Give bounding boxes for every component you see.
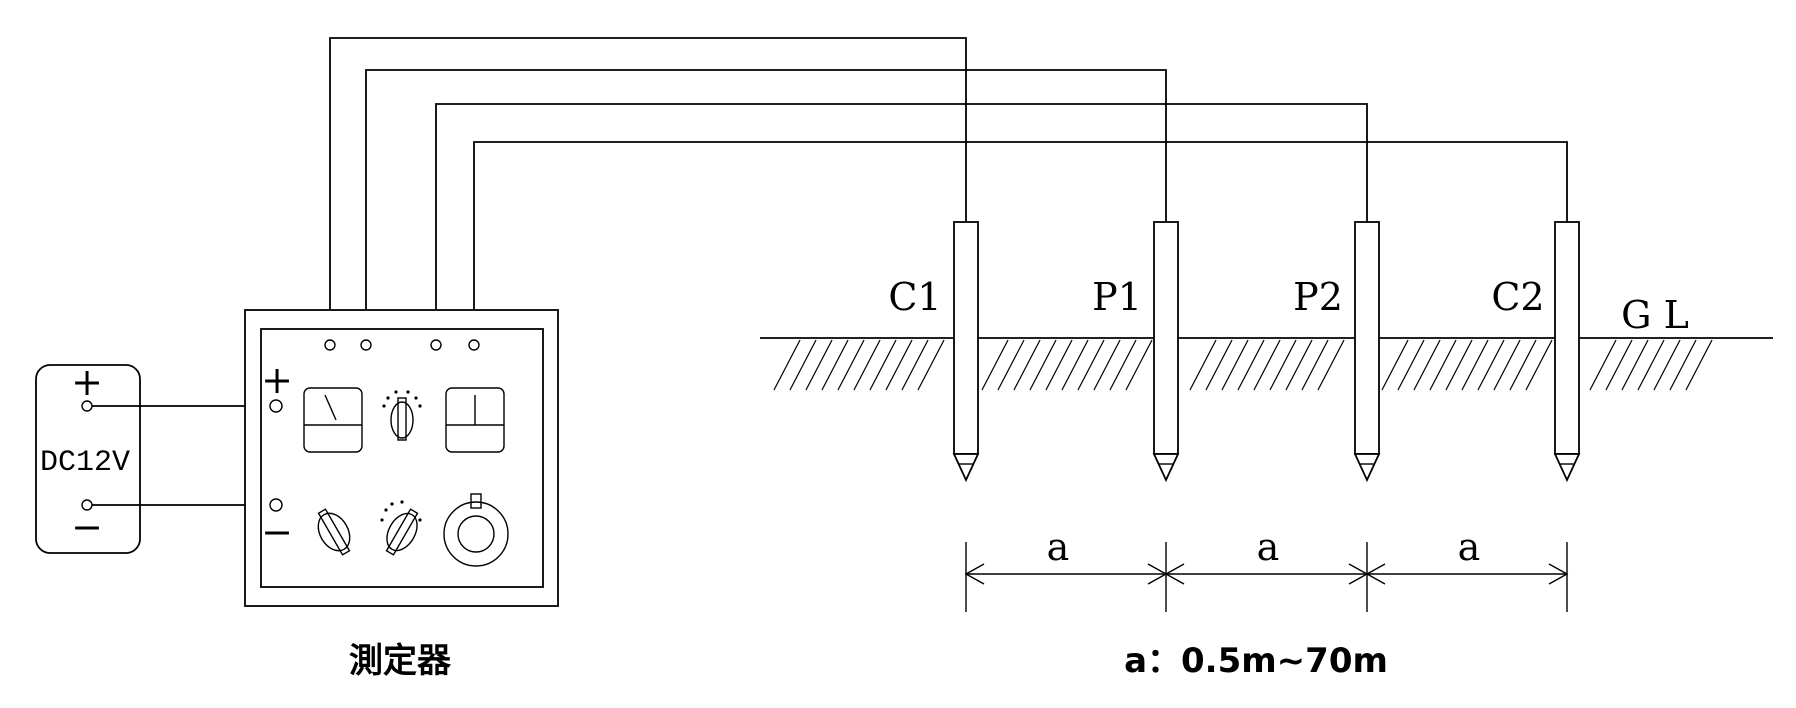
hatch-line bbox=[821, 339, 849, 391]
wire-p1 bbox=[365, 69, 1167, 345]
hatch-line bbox=[1013, 339, 1041, 391]
selector-knob-icon bbox=[380, 500, 422, 556]
electrode-c2: C2 bbox=[1491, 221, 1581, 483]
hatch-line bbox=[1653, 339, 1681, 391]
terminal-p2 bbox=[430, 339, 442, 351]
arrowhead-icon bbox=[964, 563, 985, 585]
electrode-label-c2: C2 bbox=[1491, 275, 1544, 319]
electrode-c1: C1 bbox=[888, 221, 980, 483]
spacing-caption: a：0.5m~70m bbox=[1124, 641, 1388, 681]
hatch-line bbox=[901, 339, 929, 391]
spacing-label-1: a bbox=[1047, 525, 1070, 569]
battery-box bbox=[35, 364, 141, 554]
hatch-line bbox=[1189, 339, 1217, 391]
instrument-caption: 測定器 bbox=[349, 641, 452, 681]
electrode-label-c1: C1 bbox=[888, 275, 941, 319]
battery-minus-label: − bbox=[71, 505, 103, 549]
electrode-p1: P1 bbox=[1092, 221, 1180, 483]
hatch-line bbox=[1637, 339, 1665, 391]
hatch-line bbox=[917, 339, 945, 391]
electrode-label-p1: P1 bbox=[1092, 275, 1142, 319]
hatch-line bbox=[1477, 339, 1505, 391]
hatch-line bbox=[853, 339, 881, 391]
hatch-line bbox=[1077, 339, 1105, 391]
hatch-line bbox=[1093, 339, 1121, 391]
spacing-dimensions: a a a a：0.5m~70m bbox=[964, 525, 1569, 681]
arrowhead-icon bbox=[1164, 563, 1185, 585]
wire-p2 bbox=[435, 103, 1368, 345]
terminal-c1 bbox=[324, 339, 336, 351]
electrodes: C1 P1 P2 C2 bbox=[888, 221, 1581, 483]
ground-label: G L bbox=[1621, 293, 1689, 337]
spacing-label-3: a bbox=[1458, 525, 1481, 569]
hatch-line bbox=[1301, 339, 1329, 391]
electrode-label-p2: P2 bbox=[1293, 275, 1343, 319]
adjustment-dial-icon bbox=[443, 493, 509, 567]
hatch-line bbox=[997, 339, 1025, 391]
arrowhead-icon bbox=[1365, 563, 1386, 585]
hatch-line bbox=[1397, 339, 1425, 391]
hatch-line bbox=[869, 339, 897, 391]
hatch-line bbox=[789, 339, 817, 391]
hatch-line bbox=[1493, 339, 1521, 391]
instrument-plus-terminal bbox=[269, 399, 283, 413]
hatch-line bbox=[1237, 339, 1265, 391]
hatch-line bbox=[837, 339, 865, 391]
arrowhead-icon bbox=[1548, 563, 1569, 585]
instrument-minus-terminal bbox=[269, 498, 283, 512]
hatch-line bbox=[1109, 339, 1137, 391]
battery-voltage-label: DC12V bbox=[40, 446, 130, 480]
wire-c1 bbox=[329, 37, 967, 345]
hatch-line bbox=[1429, 339, 1457, 391]
range-knob-icon bbox=[317, 508, 351, 556]
rotary-switch-icon bbox=[382, 390, 422, 441]
analog-meter-icon bbox=[303, 387, 363, 453]
hatch-line bbox=[1317, 339, 1345, 391]
hatch-line bbox=[1605, 339, 1633, 391]
ground-hatching bbox=[773, 339, 1713, 391]
ground: G L bbox=[760, 293, 1773, 391]
hatch-line bbox=[1509, 339, 1537, 391]
hatch-line bbox=[1061, 339, 1089, 391]
spacing-label-2: a bbox=[1257, 525, 1280, 569]
electrode-p2: P2 bbox=[1293, 221, 1381, 483]
hatch-line bbox=[1461, 339, 1489, 391]
hatch-line bbox=[1685, 339, 1713, 391]
hatch-line bbox=[1445, 339, 1473, 391]
battery-plus-label: + bbox=[71, 360, 103, 404]
instrument-plus-label: + bbox=[261, 358, 293, 402]
instrument-inner-frame bbox=[260, 328, 544, 588]
hatch-line bbox=[805, 339, 833, 391]
terminal-p1 bbox=[360, 339, 372, 351]
hatch-line bbox=[1029, 339, 1057, 391]
hatch-line bbox=[1525, 339, 1553, 391]
hatch-line bbox=[773, 339, 801, 391]
hatch-line bbox=[1253, 339, 1281, 391]
instrument-minus-label: − bbox=[261, 510, 293, 554]
battery: + − DC12V bbox=[35, 360, 141, 554]
hatch-line bbox=[1413, 339, 1441, 391]
hatch-line bbox=[1205, 339, 1233, 391]
hatch-line bbox=[1221, 339, 1249, 391]
hatch-line bbox=[1621, 339, 1649, 391]
hatch-line bbox=[1125, 339, 1153, 391]
hatch-line bbox=[1589, 339, 1617, 391]
hatch-line bbox=[981, 339, 1009, 391]
hatch-line bbox=[1045, 339, 1073, 391]
display-meter-icon bbox=[445, 387, 505, 453]
wire-c2 bbox=[473, 141, 1568, 345]
hatch-line bbox=[885, 339, 913, 391]
instrument: + − bbox=[244, 309, 559, 681]
hatch-line bbox=[1269, 339, 1297, 391]
hatch-line bbox=[1669, 339, 1697, 391]
hatch-line bbox=[1381, 339, 1409, 391]
wires bbox=[329, 37, 1568, 345]
hatch-line bbox=[1285, 339, 1313, 391]
terminal-c2 bbox=[468, 339, 480, 351]
